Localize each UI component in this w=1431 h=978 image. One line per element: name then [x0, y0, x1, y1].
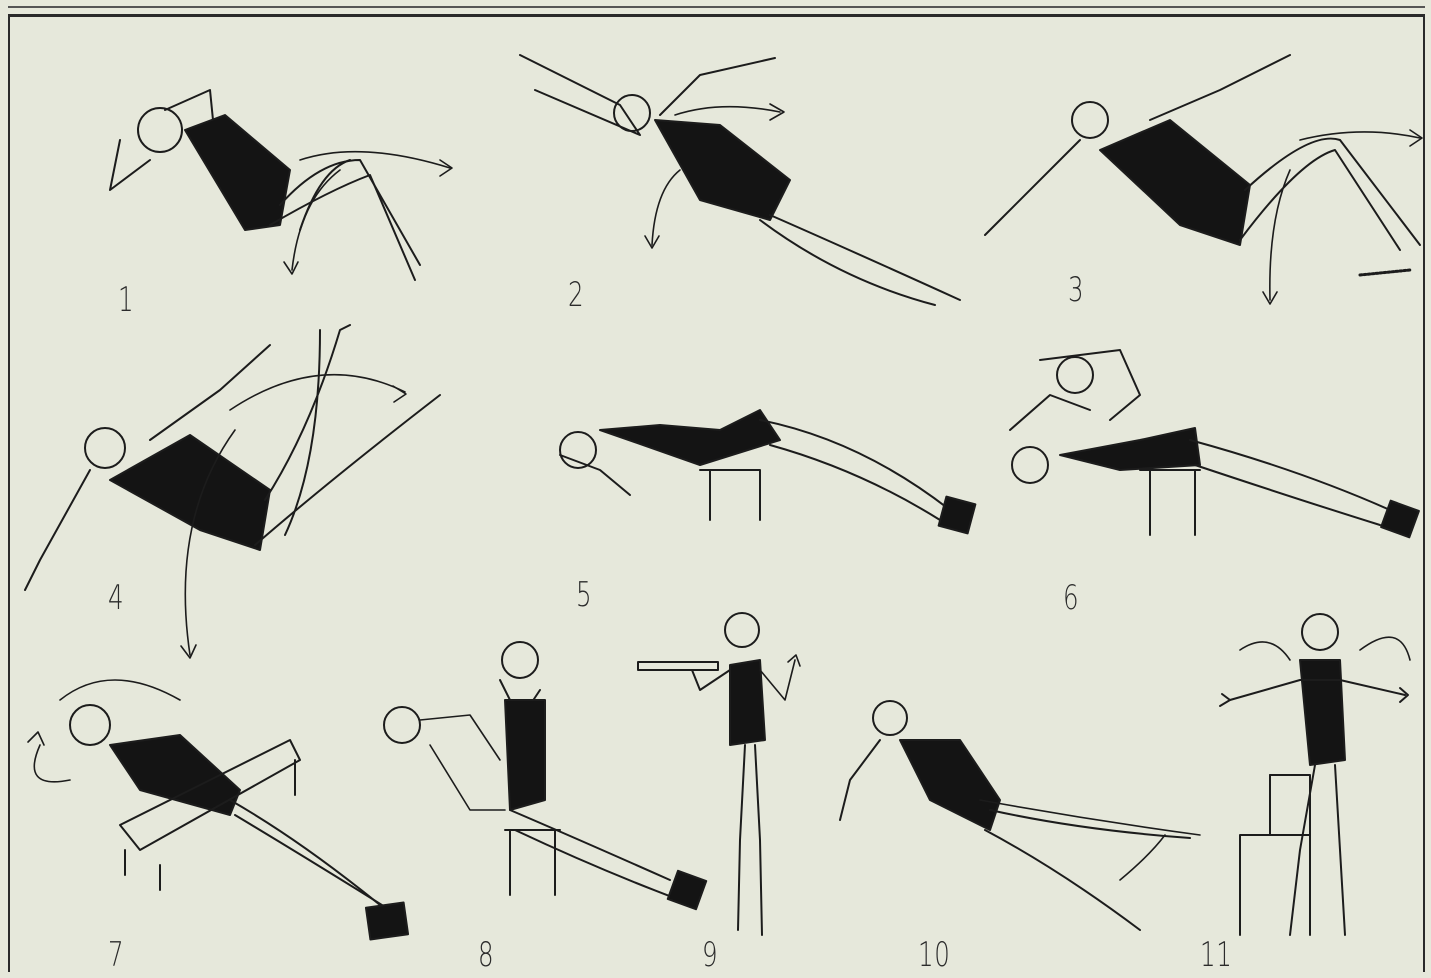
exercise-figure-3	[985, 55, 1422, 304]
figure-number-10: 10	[918, 935, 951, 975]
exercise-figure-2	[520, 55, 960, 305]
exercise-figure-4	[25, 325, 440, 658]
figure-number-5: 5	[576, 575, 592, 615]
exercise-figure-7	[28, 680, 408, 939]
figure-number-4: 4	[108, 578, 124, 618]
figure-number-6: 6	[1063, 578, 1079, 618]
figure-number-3: 3	[1068, 270, 1084, 310]
exercise-figure-5	[560, 410, 975, 533]
exercise-figure-1	[110, 90, 452, 280]
figure-number-1: 1	[118, 280, 134, 320]
figure-number-7: 7	[108, 935, 124, 975]
exercise-figure-10	[840, 701, 1200, 930]
exercise-figure-9	[638, 613, 800, 935]
exercise-figure-8	[384, 642, 706, 909]
figure-number-11: 11	[1200, 935, 1233, 975]
figure-number-8: 8	[478, 935, 494, 975]
exercise-figure-6	[1010, 350, 1419, 537]
exercise-figure-11	[1220, 614, 1410, 935]
figure-number-9: 9	[702, 935, 718, 975]
figure-number-2: 2	[568, 275, 584, 315]
